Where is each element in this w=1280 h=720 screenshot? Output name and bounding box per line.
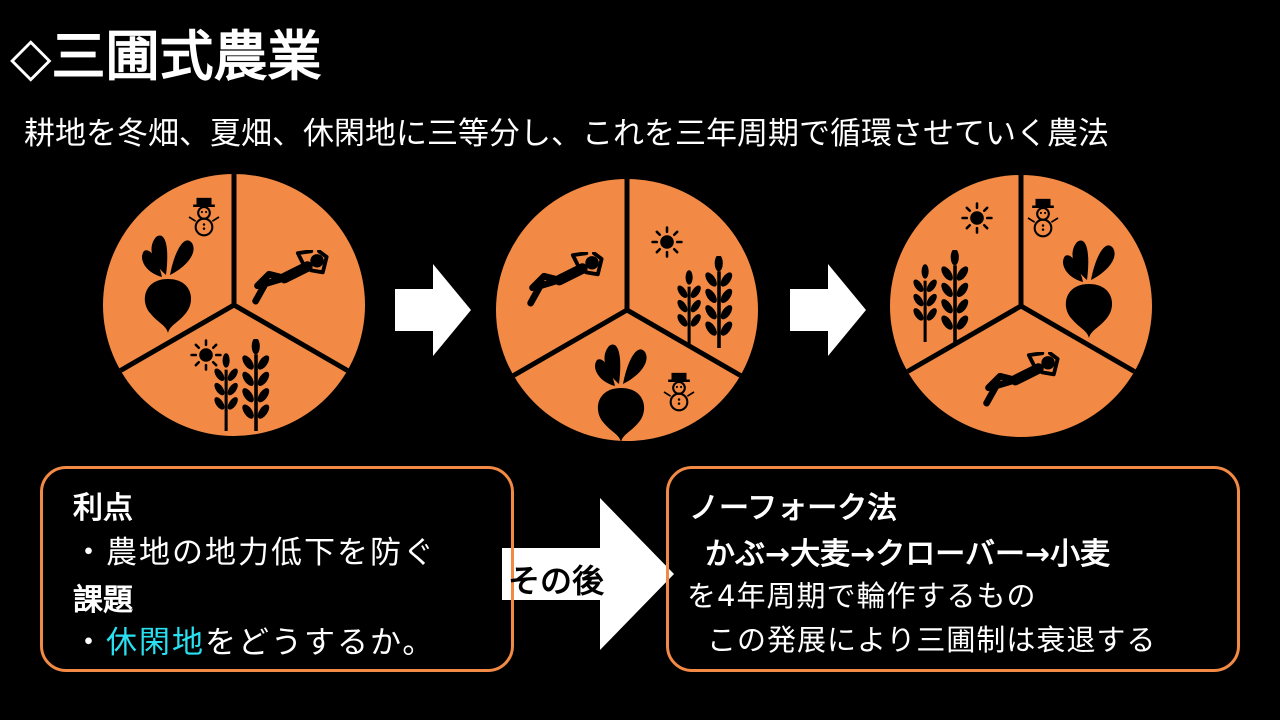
sun-icon [651,226,683,258]
rotation-circle-1 [103,174,365,436]
issue-prefix: ・ [73,625,106,661]
decline-note: この発展により三圃制は衰退する [707,623,1157,657]
norfolk-heading: ノーフォーク法 [689,491,898,526]
issue-heading: 課題 [73,583,133,618]
sun-icon [961,202,993,234]
field-divider [906,303,1023,374]
rotation-sequence: かぶ→大麦→クローバー→小麦 [705,537,1111,572]
issue-highlight: 休閑地 [106,625,205,661]
field-divider [119,302,236,373]
field-divider [625,307,742,378]
page-title: ◇三圃式農業 [10,25,322,88]
issue-text: ・休閑地をどうするか。 [73,617,435,662]
merit-text: ・農地の地力低下を防ぐ [73,535,436,571]
then-arrow [502,498,674,650]
rotation-description: を4年周期で輪作するもの [687,579,1037,613]
cycle-arrow-1 [395,264,471,356]
page-subtitle: 耕地を冬畑、夏畑、休閑地に三等分し、これを三年周期で循環させていく農法 [24,116,1109,152]
rotation-circle-2 [496,179,758,442]
sun-icon [190,339,222,371]
merit-issue-box: 利点 ・農地の地力低下を防ぐ 課題 ・休閑地をどうするか。 [40,466,514,672]
merit-heading: 利点 [73,491,133,526]
field-divider [512,307,629,378]
issue-suffix: をどうするか。 [205,625,436,661]
then-arrow-label: その後 [508,562,605,600]
cycle-arrow-2 [790,264,866,356]
field-divider [1019,303,1136,374]
field-divider [232,302,349,373]
norfolk-box: ノーフォーク法 かぶ→大麦→クローバー→小麦 を4年周期で輪作するもの この発展… [666,466,1240,672]
rotation-circle-3 [890,175,1152,437]
